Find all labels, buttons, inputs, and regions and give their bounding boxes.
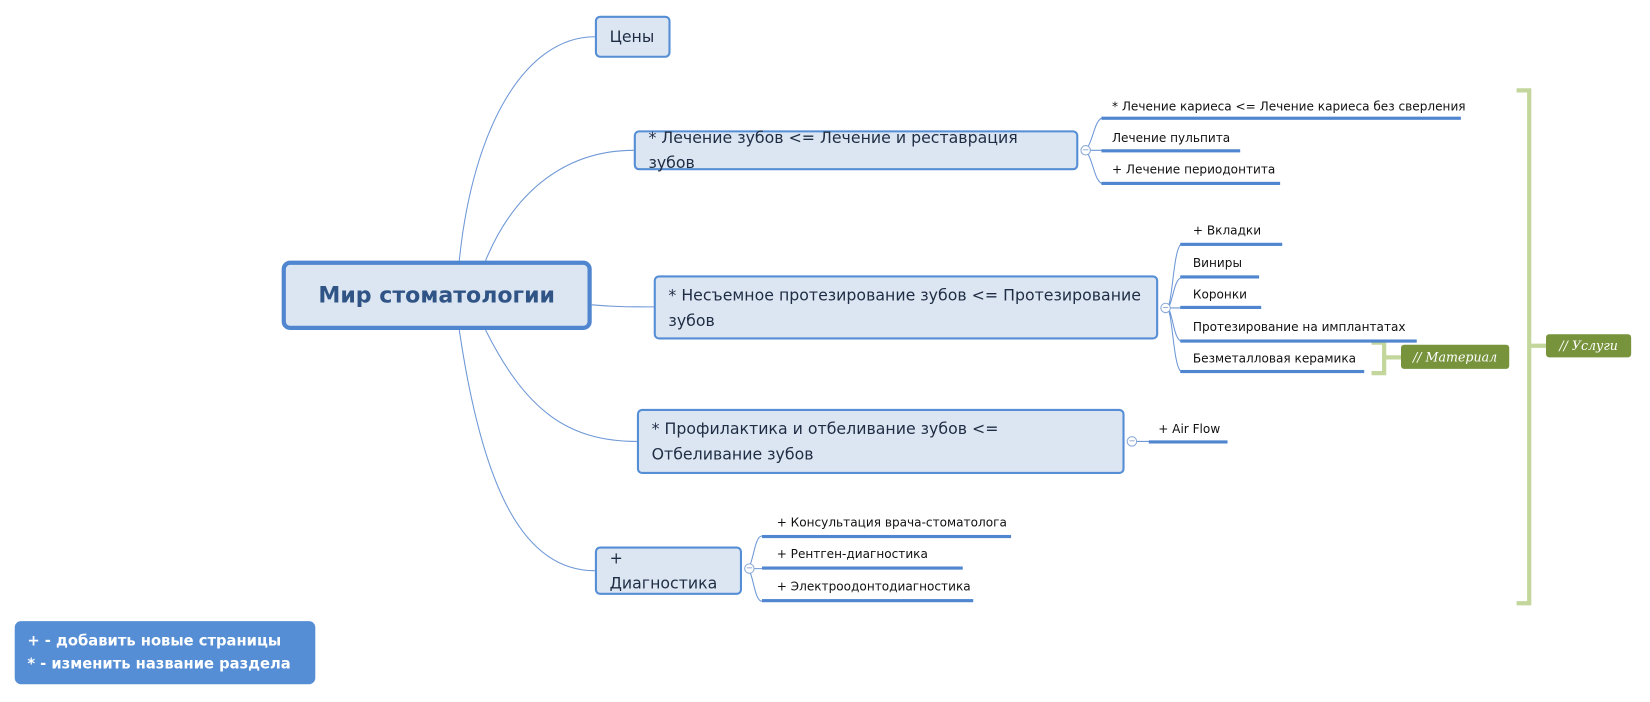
tag-material[interactable]: // Материал bbox=[1400, 344, 1510, 369]
subtopic[interactable]: + Air Flow bbox=[1158, 421, 1221, 437]
central-topic-label: Мир стоматологии bbox=[318, 282, 556, 308]
central-topic[interactable]: Мир стоматологии bbox=[281, 260, 592, 331]
subtopic-underline bbox=[761, 566, 963, 570]
topic-label: + Диагностика bbox=[609, 548, 718, 593]
subtopic-underline bbox=[1101, 149, 1241, 153]
collapse-toggle[interactable]: − bbox=[1126, 436, 1138, 447]
bracket-material bbox=[1371, 340, 1401, 376]
subtopic[interactable]: + Вкладки bbox=[1192, 222, 1262, 238]
legend-line-rename: * - изменить название раздела bbox=[27, 655, 291, 673]
subtopic-underline bbox=[1180, 275, 1260, 279]
topic-prices[interactable]: Цены bbox=[594, 15, 671, 58]
collapse-toggle[interactable]: − bbox=[1080, 145, 1091, 156]
subtopic-underline bbox=[1180, 305, 1262, 309]
subtopic-underline bbox=[761, 599, 974, 603]
topic-prophylaxis[interactable]: * Профилактика и отбеливание зубов <= От… bbox=[636, 408, 1125, 475]
topic-prosthetics[interactable]: * Несъемное протезирование зубов <= Прот… bbox=[653, 275, 1159, 340]
subtopic-underline bbox=[1180, 242, 1283, 246]
subtopic[interactable]: + Рентген-диагностика bbox=[776, 546, 928, 562]
subtopic-underline bbox=[1101, 181, 1281, 185]
subtopic-underline bbox=[1148, 440, 1228, 444]
subtopic-underline bbox=[1101, 116, 1461, 120]
legend-box: + - добавить новые страницы * - изменить… bbox=[14, 621, 316, 685]
topic-treatment[interactable]: * Лечение зубов <= Лечение и реставрация… bbox=[633, 128, 1079, 172]
subtopic[interactable]: Виниры bbox=[1192, 255, 1243, 271]
subtopic[interactable]: Лечение пульпита bbox=[1111, 130, 1231, 146]
subtopic[interactable]: + Консультация врача-стоматолога bbox=[776, 514, 1007, 530]
collapse-toggle[interactable]: − bbox=[1160, 302, 1171, 314]
subtopic[interactable]: Безметалловая керамика bbox=[1192, 351, 1357, 366]
topic-label: * Несъемное протезирование зубов <= Прот… bbox=[668, 285, 1141, 330]
collapse-toggle[interactable]: − bbox=[744, 563, 755, 574]
subtopic[interactable]: + Электроодонтодиагностика bbox=[776, 579, 971, 594]
subtopic[interactable]: * Лечение кариеса <= Лечение кариеса без… bbox=[1111, 98, 1466, 114]
tag-services[interactable]: // Услуги bbox=[1546, 334, 1632, 358]
subtopic[interactable]: Коронки bbox=[1192, 286, 1247, 302]
legend-line-add: + - добавить новые страницы bbox=[27, 632, 282, 650]
bracket-services bbox=[1516, 88, 1547, 606]
topic-label: * Профилактика и отбеливание зубов <= От… bbox=[651, 419, 999, 464]
subtopic-underline bbox=[1180, 369, 1365, 374]
subtopic[interactable]: Протезирование на имплантатах bbox=[1192, 319, 1406, 335]
topic-label: Цены bbox=[609, 27, 655, 47]
topic-label: * Лечение зубов <= Лечение и реставрация… bbox=[648, 128, 1018, 173]
subtopic-underline bbox=[761, 534, 1012, 539]
subtopic[interactable]: + Лечение периодонтита bbox=[1111, 161, 1276, 177]
topic-diagnostics[interactable]: + Диагностика bbox=[594, 546, 743, 595]
subtopic-underline bbox=[1180, 339, 1417, 343]
